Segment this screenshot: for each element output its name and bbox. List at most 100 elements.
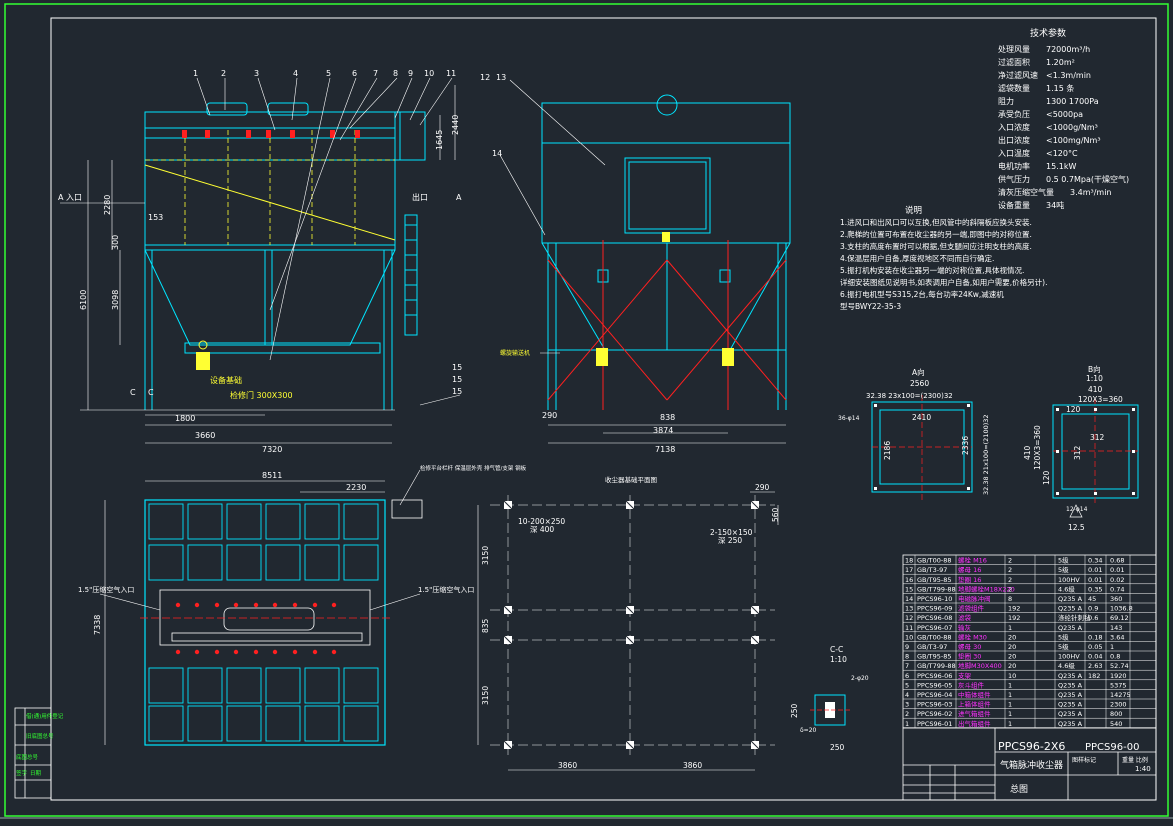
bom-cell: GB/T00-88 xyxy=(917,557,952,565)
bom-cell: PPCS96-04 xyxy=(917,691,952,699)
anchor-bolt-mark xyxy=(625,500,635,510)
bom-cell: 13 xyxy=(905,605,913,613)
tech-v-2: <1.3m/min xyxy=(1046,71,1091,80)
bom-cell: 1 xyxy=(1008,710,1012,718)
bom-cell: 支架 xyxy=(958,671,972,680)
found-d560: 560 xyxy=(771,507,780,522)
callout-9: 9 xyxy=(408,69,413,78)
note-line-2: 3.支柱的高度布置时可以根据,但支腿间应注明支柱的高度. xyxy=(840,241,1032,251)
tech-params: 技术参数 处理风量 72000m³/h 过滤面积 1.20m² 净过滤风速 <1… xyxy=(998,27,1129,210)
bag-cell xyxy=(187,667,223,704)
tech-v-10: 0.5 0.7Mpa(干燥空气) xyxy=(1046,174,1129,184)
bom-cell: PPCS96-09 xyxy=(917,605,952,613)
bom-cell: PPCS96-02 xyxy=(917,710,952,718)
bom-cell: 20 xyxy=(1008,643,1016,651)
left-strip-3: 底图总号 xyxy=(16,753,39,761)
section-marker-right: A xyxy=(456,193,462,202)
tech-v-5: <5000pa xyxy=(1046,110,1083,119)
notes: 说明 1.进风口和出风口可以互换,但风管中的斜隔板应换头安装. 2.爬梯的位置可… xyxy=(840,205,1047,311)
tech-k-12: 设备重量 xyxy=(998,200,1030,210)
bom-cell: 5 xyxy=(905,681,909,689)
bom-cell: 2 xyxy=(1008,557,1012,565)
dim-7138: 7138 xyxy=(655,445,675,454)
bom-cell: 0.34 xyxy=(1088,557,1102,565)
tb-drawing-no: PPCS96-00 xyxy=(1085,742,1139,753)
foundation-plan: 收尘器基础平面图 290 560 3150 835 3150 3860 3860… xyxy=(477,475,780,771)
bom-cell: 1 xyxy=(1008,720,1012,728)
outer-frame xyxy=(4,3,1169,817)
view-a-w2410: 2410 xyxy=(912,413,931,422)
view-b: B向 1:10 410 120X3=360 120 312 410 120X3=… xyxy=(1023,364,1139,532)
cc-holes: 2-φ20 xyxy=(851,675,869,682)
bom-cell: 10 xyxy=(905,633,913,641)
bom-cell: 滤袋组件 xyxy=(958,604,985,613)
bom-cell: 0.68 xyxy=(1110,557,1124,565)
tech-v-7: <100mg/Nm³ xyxy=(1046,136,1101,145)
bom-cell: 14 xyxy=(905,595,913,603)
callout-1: 1 xyxy=(193,69,198,78)
bom-cell: 0.18 xyxy=(1088,633,1102,641)
dim-3098: 3098 xyxy=(111,290,120,310)
bag-cell xyxy=(148,667,184,704)
tb-weight: 重量 比例 xyxy=(1122,756,1148,764)
bom-cell: Q235 A xyxy=(1058,605,1083,613)
valve-marker xyxy=(312,649,318,655)
anchor-bolt-mark xyxy=(503,500,513,510)
bom-cell: 0.8 xyxy=(1110,653,1120,661)
hopper-note-2: 设备基础 xyxy=(210,375,242,385)
bom-cell: PPCS96-03 xyxy=(917,701,952,709)
bom-cell: 20 xyxy=(1008,662,1016,670)
bom-cell: 17 xyxy=(905,566,913,574)
valve-marker xyxy=(272,602,278,608)
anchor-bolt-mark xyxy=(503,605,513,615)
bag-cell xyxy=(265,705,301,742)
tech-v-6: <1000g/Nm³ xyxy=(1046,123,1098,132)
tech-k-8: 入口温度 xyxy=(998,148,1030,158)
view-b-holes: 12-φ14 xyxy=(1066,506,1088,513)
cc-title: C-C xyxy=(830,645,843,654)
bom-cell: PPCS96-08 xyxy=(917,614,952,622)
tb-stage: 图样标记 xyxy=(1072,756,1096,764)
outlet-label: 出口 xyxy=(412,192,428,202)
dim-7320: 7320 xyxy=(262,445,282,454)
anchor-bolt-mark xyxy=(503,635,513,645)
valve-marker xyxy=(292,602,298,608)
bag-cell xyxy=(304,544,340,581)
bom-cell: Q235 A xyxy=(1058,624,1083,632)
inner-frame xyxy=(50,17,1157,801)
bom-cell: 3.64 xyxy=(1110,633,1124,641)
plan-dim-2230: 2230 xyxy=(346,483,366,492)
bag-cell xyxy=(343,667,379,704)
tech-k-0: 处理风量 xyxy=(998,44,1030,54)
bom-cell: 1 xyxy=(1008,624,1012,632)
side-callout-13: 13 xyxy=(496,73,506,82)
side-view: 12 13 14 290 838 3874 7138 螺旋输送机 xyxy=(480,73,791,454)
hopper-note: 检修门 300X300 xyxy=(230,390,293,400)
bom-cell: 52.74 xyxy=(1110,662,1129,670)
bom-cell: 100HV xyxy=(1058,576,1080,584)
bom-cell: 0.01 xyxy=(1088,566,1102,574)
valve-marker xyxy=(214,602,220,608)
side-left-label: 螺旋输送机 xyxy=(500,349,530,357)
found-d3150b: 3150 xyxy=(481,686,490,705)
cc-d250: 250 xyxy=(790,703,799,718)
bom-cell: GB/T799-88 xyxy=(917,585,956,593)
bom-cell: 11 xyxy=(905,624,913,632)
tb-name: 气箱脉冲收尘器 xyxy=(1000,759,1063,771)
bom-cell: PPCS96-01 xyxy=(917,720,952,728)
bom-cell: 1 xyxy=(1008,681,1012,689)
bag-cell xyxy=(148,544,184,581)
bom-cell: 8 xyxy=(1008,595,1012,603)
left-strip-1: 借(通)用件登记 xyxy=(26,712,64,720)
bom-cell: 出气箱组件 xyxy=(958,719,991,728)
bom-cell: 360 xyxy=(1110,595,1122,603)
tb-scale: 1:40 xyxy=(1135,765,1151,773)
bom-cell: PPCS96-06 xyxy=(917,672,952,680)
dim-2280: 2280 xyxy=(103,195,112,215)
cc-right: C xyxy=(148,388,154,397)
view-b-h410: 410 xyxy=(1023,445,1032,460)
dim-15b: 15 xyxy=(452,375,462,384)
bom-cell: 垫圈 16 xyxy=(958,575,981,584)
plan-top-note: 检修平台栏杆 保温层外壳 排气管/支架 钢板 xyxy=(420,464,527,472)
tech-v-8: <120°C xyxy=(1046,149,1078,158)
